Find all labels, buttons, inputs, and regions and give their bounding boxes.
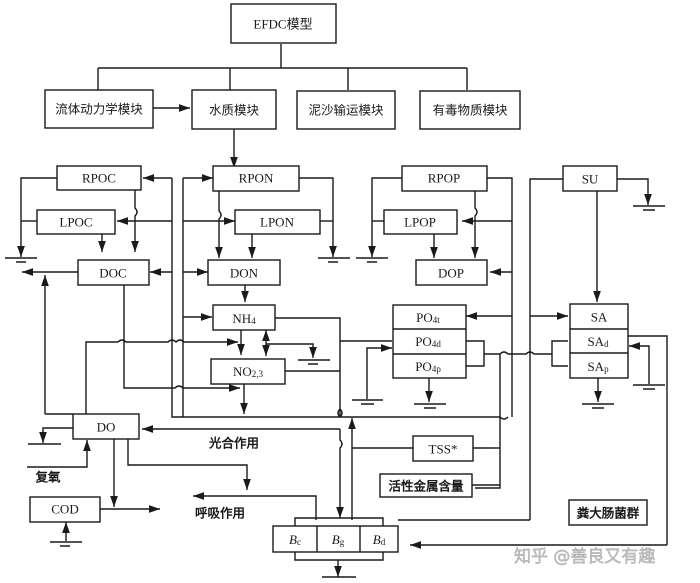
tss-box: TSS*: [412, 435, 474, 462]
su-label: SU: [582, 172, 599, 187]
su-box: SU: [562, 165, 618, 192]
rpon-box: RPON: [212, 165, 300, 192]
rpop-label: RPOP: [428, 171, 461, 186]
oxygen-connectors: [27, 418, 500, 547]
nh4-label: NH4: [232, 311, 256, 327]
module-toxics-label: 有毒物质模块: [432, 103, 508, 118]
algae-stack: Bc Bg Bd: [272, 525, 399, 553]
lpop-label: LPOP: [404, 215, 436, 230]
watermark: 知乎 @善良又有趣: [514, 547, 655, 567]
reaeration-label: 复氧: [34, 470, 61, 485]
sa-stack: SA SAd SAp: [569, 303, 629, 379]
module-water-quality-label: 水质模块: [209, 103, 260, 118]
module-hydrodynamics-label: 流体动力学模块: [55, 102, 143, 117]
bg-label: Bg: [332, 532, 345, 548]
dop-label: DOP: [438, 266, 464, 281]
do-label: DO: [97, 420, 116, 435]
active-metal-label: 活性金属含量: [388, 479, 464, 494]
cod-box: COD: [29, 496, 101, 523]
lpop-box: LPOP: [383, 209, 458, 235]
no23-label: NO2,3: [233, 364, 264, 380]
rpon-label: RPON: [239, 171, 274, 186]
lpon-label: LPON: [260, 215, 295, 230]
module-toxics: 有毒物质模块: [419, 90, 521, 130]
efdc-model-title: EFDC模型: [253, 17, 312, 32]
photosynthesis-label: 光合作用: [208, 436, 259, 451]
no23-box: NO2,3: [210, 358, 286, 385]
po4p-label: PO4p: [415, 359, 441, 375]
po4d-label: PO4d: [415, 334, 441, 350]
sad-label: SAd: [587, 334, 609, 350]
fecal-coliform-box: 粪大肠菌群: [568, 499, 648, 526]
phosphorus-connectors: [352, 177, 552, 489]
respiration-label: 呼吸作用: [195, 506, 245, 521]
cod-label: COD: [51, 502, 78, 517]
hierarchy-connectors: [97, 44, 468, 168]
lpoc-box: LPOC: [36, 209, 116, 235]
module-sediment-transport: 泥沙输运模块: [296, 90, 396, 130]
carbon-connectors: [5, 174, 240, 415]
don-box: DON: [207, 259, 281, 286]
po4-stack: PO4t PO4d PO4p: [392, 304, 467, 379]
tss-label: TSS*: [429, 442, 458, 457]
module-hydrodynamics: 流体动力学模块: [44, 89, 154, 129]
lpon-box: LPON: [234, 209, 321, 235]
doc-box: DOC: [77, 259, 150, 286]
po4t-label: PO4t: [416, 310, 440, 326]
rpop-box: RPOP: [401, 165, 488, 192]
bd-label: Bd: [373, 532, 386, 548]
algae-connectors: [294, 517, 667, 578]
module-sediment-label: 泥沙输运模块: [308, 103, 384, 118]
bc-label: Bc: [289, 532, 301, 548]
do-box: DO: [72, 413, 140, 440]
fecal-coliform-label: 粪大肠菌群: [577, 506, 640, 521]
doc-label: DOC: [99, 266, 126, 281]
module-water-quality: 水质模块: [191, 89, 277, 130]
sap-label: SAp: [587, 359, 609, 375]
nitrogen-connectors: [85, 177, 392, 416]
bus-lines: [171, 174, 509, 420]
dop-box: DOP: [415, 259, 488, 286]
efdc-model-box: EFDC模型: [230, 3, 337, 44]
active-metal-box: 活性金属含量: [379, 473, 473, 498]
rpoc-box: RPOC: [56, 165, 142, 191]
nh4-box: NH4: [212, 304, 276, 331]
don-label: DON: [230, 266, 259, 281]
silica-connectors: [398, 178, 668, 545]
sa-label: SA: [591, 310, 608, 325]
lpoc-label: LPOC: [59, 215, 92, 230]
rpoc-label: RPOC: [82, 171, 116, 186]
